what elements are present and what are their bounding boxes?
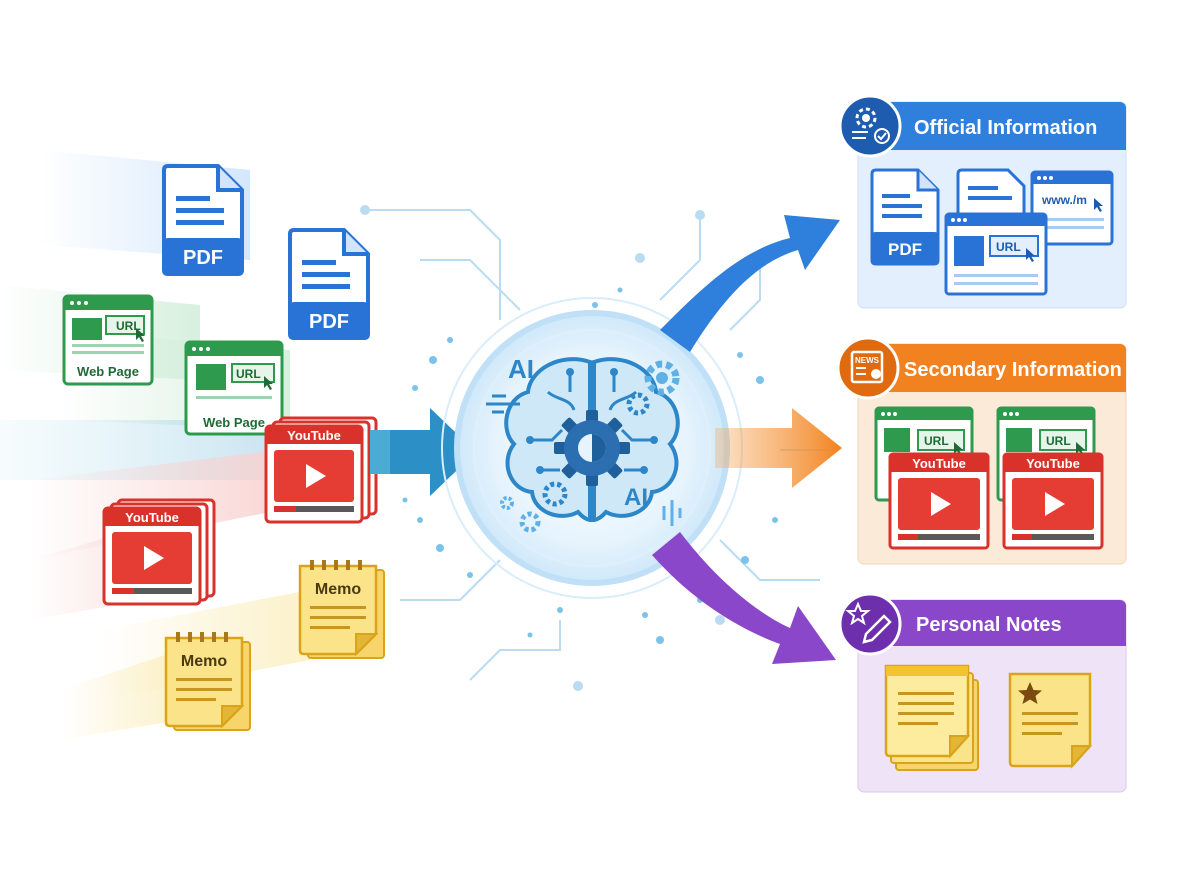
web-page-icon: URL Web Page [184, 340, 284, 436]
ai-label: AI [508, 354, 534, 384]
personal-title: Personal Notes [916, 614, 1062, 636]
youtube-label: YouTube [125, 510, 179, 525]
settings-check-icon [838, 94, 902, 158]
youtube-video-icon: YouTube [888, 452, 990, 550]
starred-note-icon [1008, 672, 1093, 769]
browser-window-icon: URL [944, 212, 1048, 296]
browser-window-icon: www./m [1030, 170, 1114, 246]
memo-label: Memo [181, 653, 227, 670]
pdf-label: PDF [309, 311, 349, 333]
www-label: www./m [1041, 193, 1087, 207]
gear-icon [542, 481, 568, 507]
news-label: NEWS [855, 356, 880, 365]
memo-note-icon: Memo [164, 632, 251, 731]
pdf-label: PDF [183, 247, 223, 269]
notes-stack-icon [884, 664, 979, 771]
ai-brain-icon [504, 357, 680, 523]
url-label: URL [236, 367, 261, 381]
official-title: Official Information [914, 117, 1097, 139]
personal-notes-panel: Personal Notes [838, 592, 1127, 793]
secondary-information-panel: Secondary Information NEWS URL YouTube [836, 336, 1127, 565]
youtube-label: YouTube [1026, 456, 1080, 471]
pdf-label: PDF [888, 240, 922, 259]
youtube-label: YouTube [912, 456, 966, 471]
url-label: URL [1046, 434, 1071, 448]
particle-dots [402, 287, 778, 644]
pdf-document-icon: PDF [162, 164, 244, 276]
gear-icon [500, 496, 514, 510]
youtube-label: YouTube [287, 428, 341, 443]
star-pencil-icon [838, 592, 902, 656]
gear-icon [626, 392, 650, 416]
web-page-label: Web Page [203, 415, 265, 430]
web-page-icon: URL Web Page [62, 294, 154, 386]
gear-icon [644, 360, 680, 396]
sound-wave-icon [662, 500, 682, 526]
newspaper-icon: NEWS [836, 336, 900, 400]
pdf-document-icon: PDF [288, 228, 370, 340]
star-icon [1018, 682, 1042, 704]
youtube-video-icon: YouTube [1002, 452, 1104, 550]
secondary-title: Secondary Information [904, 359, 1122, 381]
gear-icon [519, 511, 541, 533]
youtube-video-icon: YouTube [264, 416, 378, 524]
url-label: URL [116, 319, 141, 333]
signal-lines [486, 394, 520, 414]
youtube-video-icon: YouTube [102, 498, 216, 606]
memo-note-icon: Memo [298, 560, 385, 659]
pdf-document-icon: PDF [870, 168, 940, 266]
official-information-panel: Official Information PDF [838, 94, 1127, 309]
arrow-to-official [660, 215, 840, 352]
input-arrow [370, 408, 476, 496]
web-page-label: Web Page [77, 364, 139, 379]
arrow-to-secondary [715, 408, 842, 488]
url-label: URL [996, 240, 1021, 254]
source-streaks [0, 150, 310, 740]
arrow-to-personal [652, 532, 836, 664]
ai-label: AI [624, 484, 648, 511]
gear-icon [554, 410, 630, 486]
url-label: URL [924, 434, 949, 448]
memo-label: Memo [315, 581, 361, 598]
